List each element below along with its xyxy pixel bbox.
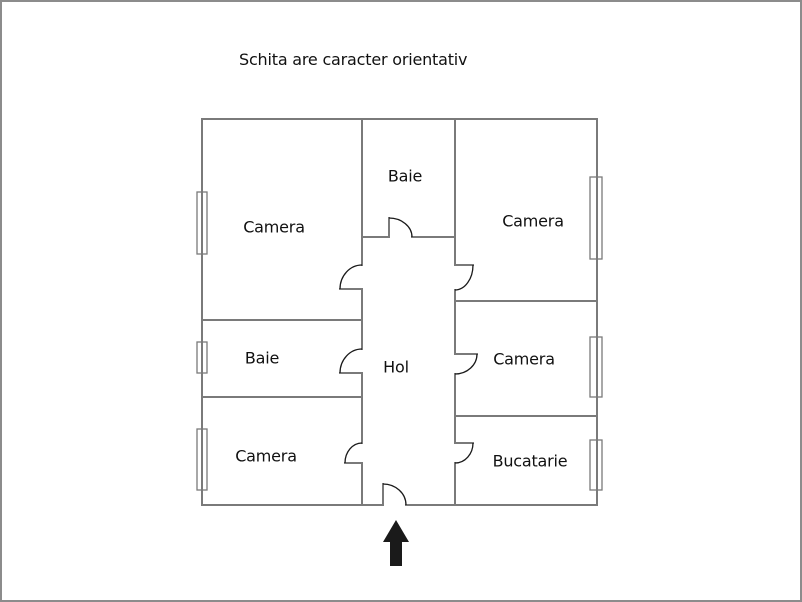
door-camera-top-left: [339, 264, 363, 290]
room-label-camera-bottom-left: Camera: [235, 446, 297, 466]
door-entrance: [382, 483, 407, 506]
door-camera-bottom-left: [344, 442, 363, 464]
door-camera-top-right: [454, 264, 474, 291]
room-label-hol: Hol: [383, 357, 409, 377]
door-bucatarie: [454, 442, 474, 464]
door-baie-top: [388, 217, 413, 238]
walls: [201, 118, 598, 506]
room-label-baie-top: Baie: [387, 166, 423, 186]
door-baie-left: [339, 348, 363, 374]
room-label-camera-middle-right: Camera: [493, 349, 555, 369]
room-label-baie-left: Baie: [244, 348, 280, 368]
windows: [196, 176, 603, 491]
room-label-bucatarie: Bucatarie: [492, 451, 568, 471]
room-label-camera-top-right: Camera: [502, 211, 564, 231]
door-camera-middle-right: [454, 353, 478, 375]
diagram-title: Schita are caracter orientativ: [239, 50, 468, 69]
doors: [339, 217, 478, 506]
room-label-camera-top-left: Camera: [243, 217, 305, 237]
arrow-up-icon: [383, 520, 409, 566]
